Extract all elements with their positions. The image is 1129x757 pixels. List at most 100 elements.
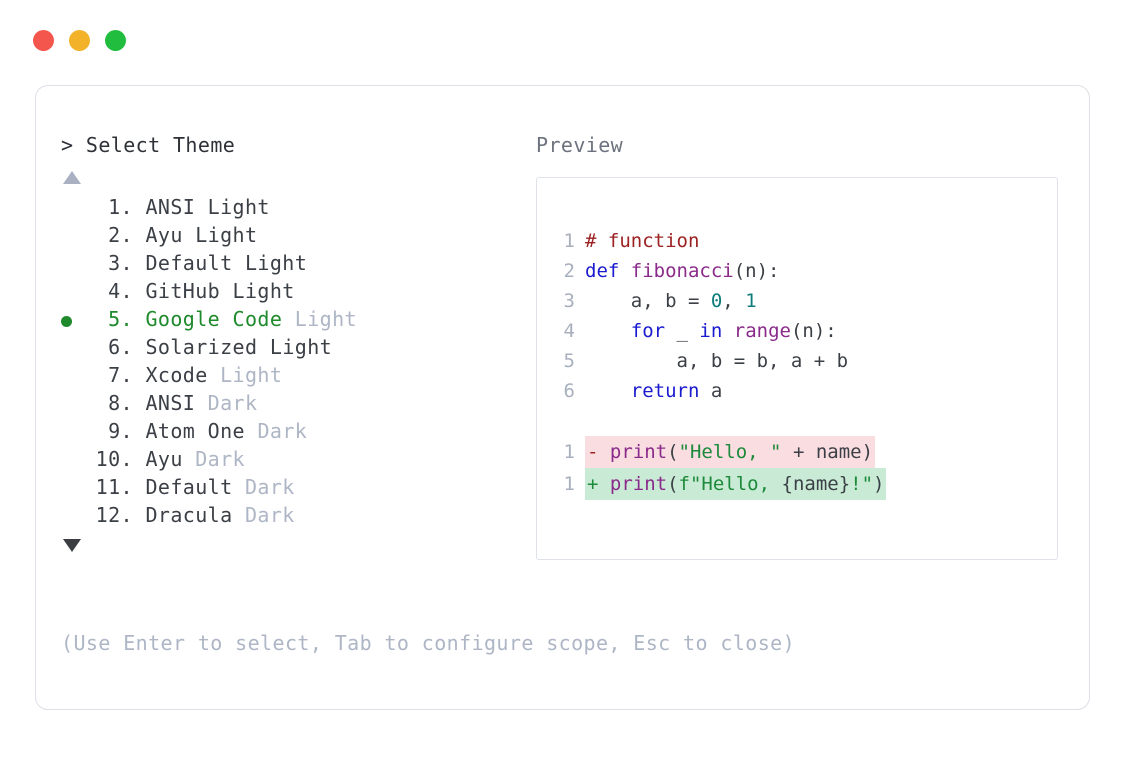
selection-bullet-cell: [61, 251, 87, 279]
keyboard-hint: (Use Enter to select, Tab to configure s…: [61, 631, 796, 655]
theme-item-index: 12.: [95, 503, 133, 527]
code-token: (n):: [790, 320, 837, 342]
theme-item-variant: Light: [232, 279, 295, 303]
theme-list-item[interactable]: 8. ANSI Dark: [61, 391, 531, 419]
theme-item-variant: Light: [294, 307, 357, 331]
window-traffic-lights: [33, 30, 126, 51]
theme-item-name: Dracula: [145, 503, 245, 527]
theme-item-name: ANSI: [145, 391, 208, 415]
theme-item-variant: Dark: [207, 391, 258, 415]
theme-item-spacer: [133, 503, 145, 527]
theme-item-index: 2.: [108, 223, 133, 247]
diff-line-body: + print(f"Hello, {name}!"): [585, 468, 887, 500]
code-line: 5 a, b = b, a + b: [557, 346, 1057, 376]
selection-bullet-cell: [61, 307, 87, 335]
selection-bullet-cell: [61, 475, 87, 503]
code-token: ): [873, 473, 885, 495]
code-token: a, b =: [585, 290, 711, 312]
code-token: a, b = b, a + b: [585, 350, 849, 372]
code-line-number: 1: [563, 230, 575, 252]
code-token: {name}: [781, 473, 851, 495]
theme-list-item[interactable]: 11. Default Dark: [61, 475, 531, 503]
diff-removed-line: 1- print("Hello, " + name): [557, 436, 1057, 468]
theme-item-variant: Light: [269, 335, 333, 359]
theme-item-name: Solarized: [145, 335, 270, 359]
theme-item-variant: Light: [195, 223, 258, 247]
theme-item-variant: Dark: [244, 503, 295, 527]
theme-item-name: Xcode: [145, 363, 221, 387]
theme-list-item[interactable]: 9. Atom One Dark: [61, 419, 531, 447]
code-token: 0: [710, 290, 723, 312]
theme-item-spacer: [133, 391, 145, 415]
page-title: Select Theme: [85, 133, 236, 157]
theme-item-index: 1.: [108, 195, 133, 219]
prompt-header: > Select Theme: [61, 131, 531, 159]
code-token: print: [609, 441, 668, 463]
scroll-up-icon[interactable]: [63, 171, 81, 184]
close-window-button[interactable]: [33, 30, 54, 51]
theme-list-item[interactable]: 4. GitHub Light: [61, 279, 531, 307]
preview-label: Preview: [536, 133, 624, 157]
code-token: # function: [585, 230, 700, 252]
selection-bullet-cell: [61, 195, 87, 223]
code-token: [722, 320, 733, 342]
theme-item-spacer: [133, 307, 145, 331]
code-token: in: [699, 320, 723, 342]
code-token: (: [667, 473, 679, 495]
code-token: range: [733, 320, 791, 342]
code-token: return: [630, 380, 700, 402]
theme-item-name: Google Code: [145, 307, 295, 331]
selection-bullet-cell: [61, 503, 87, 531]
theme-item-index: 8.: [108, 391, 133, 415]
scroll-down-icon[interactable]: [63, 539, 81, 552]
code-token: _: [665, 320, 700, 342]
theme-list-item[interactable]: 12. Dracula Dark: [61, 503, 531, 531]
code-line-number: 6: [563, 380, 575, 402]
theme-item-name: Default: [145, 475, 245, 499]
selection-bullet-cell: [61, 279, 87, 307]
theme-item-name: Ayu: [145, 447, 196, 471]
diff-added-line: 1 + print(f"Hello, {name}!"): [557, 468, 1057, 500]
theme-item-name: GitHub: [145, 279, 233, 303]
theme-item-spacer: [133, 447, 145, 471]
theme-item-variant: Dark: [244, 475, 295, 499]
diff-marker: +: [587, 473, 610, 495]
selected-bullet-icon: [61, 315, 72, 327]
code-token: fibonacci: [630, 260, 734, 282]
theme-list-item[interactable]: 10. Ayu Dark: [61, 447, 531, 475]
theme-list-item[interactable]: 3. Default Light: [61, 251, 531, 279]
diff-marker: -: [587, 441, 610, 463]
minimize-window-button[interactable]: [69, 30, 90, 51]
theme-item-variant: Light: [207, 195, 270, 219]
code-line-number: 1: [563, 473, 575, 495]
theme-item-spacer: [133, 335, 145, 359]
theme-list-item[interactable]: 6. Solarized Light: [61, 335, 531, 363]
code-token: (: [667, 441, 679, 463]
code-token: a: [699, 380, 723, 402]
code-token: print: [609, 473, 668, 495]
selection-bullet-cell: [61, 363, 87, 391]
code-token: !": [850, 473, 874, 495]
theme-list-item[interactable]: 2. Ayu Light: [61, 223, 531, 251]
zoom-window-button[interactable]: [105, 30, 126, 51]
theme-item-variant: Light: [244, 251, 308, 275]
theme-item-spacer: [133, 251, 145, 275]
theme-item-spacer: [133, 363, 145, 387]
code-token: ,: [722, 290, 746, 312]
theme-item-index: 7.: [108, 363, 133, 387]
theme-list-item[interactable]: 5. Google Code Light: [61, 307, 531, 335]
theme-list-item[interactable]: 1. ANSI Light: [61, 195, 531, 223]
code-token: + name): [781, 441, 874, 463]
theme-item-index: 11.: [95, 475, 133, 499]
theme-list-item[interactable]: 7. Xcode Light: [61, 363, 531, 391]
code-token: for: [630, 320, 666, 342]
selection-bullet-cell: [61, 223, 87, 251]
code-line: 1 # function: [557, 226, 1057, 256]
code-token: 1: [745, 290, 757, 312]
theme-item-spacer: [133, 419, 145, 443]
